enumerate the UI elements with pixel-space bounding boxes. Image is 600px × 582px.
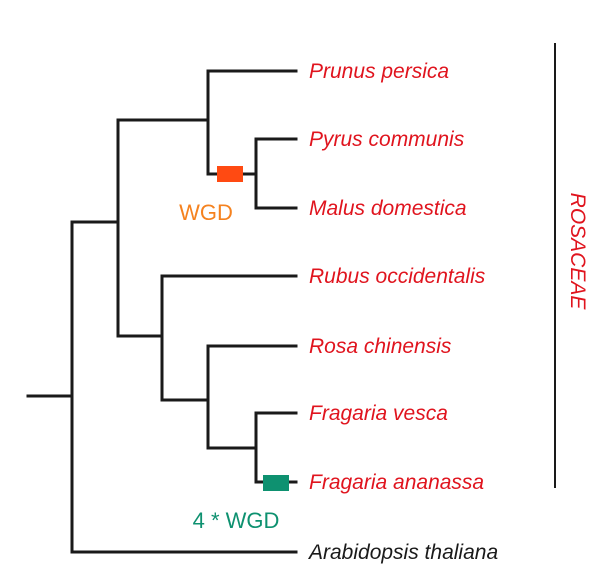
- wgd-label: WGD: [179, 200, 233, 225]
- taxon-label-rosa: Rosa chinensis: [309, 335, 452, 358]
- taxon-label-arabidopsis: Arabidopsis thaliana: [307, 541, 498, 564]
- rosaceae-clade-label: ROSACEAE: [566, 193, 589, 311]
- taxon-label-pyrus: Pyrus communis: [309, 128, 465, 151]
- taxon-label-prunus: Prunus persica: [309, 60, 449, 83]
- taxon-label-malus: Malus domestica: [309, 197, 467, 220]
- wgd-marker: [217, 166, 243, 182]
- taxon-label-fvesca: Fragaria vesca: [309, 402, 448, 425]
- wgd4-marker: [263, 475, 289, 491]
- taxon-label-rubus: Rubus occidentalis: [309, 265, 486, 288]
- taxon-label-fananassa: Fragaria ananassa: [309, 471, 484, 494]
- wgd4-label: 4 * WGD: [193, 508, 280, 533]
